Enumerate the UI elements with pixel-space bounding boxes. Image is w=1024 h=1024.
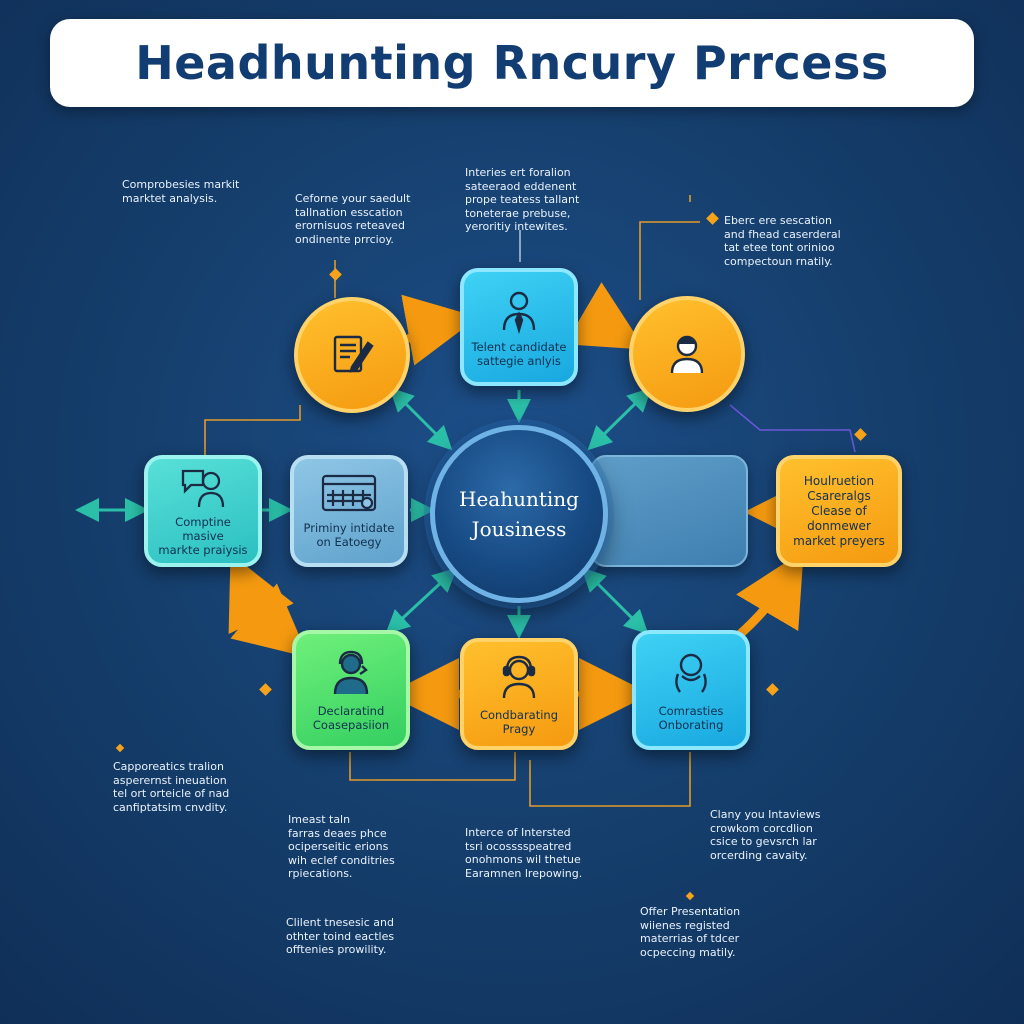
node-mid-center-left[interactable]: Priminy intidate on Eatoegy [290,455,408,567]
flow-arrow [564,282,646,350]
node-top-right[interactable] [629,296,745,412]
teal-arrow [581,567,649,635]
hub-title-line2: Jousiness [471,517,567,541]
annotation-note: Offer Presentation wiienes registed mate… [640,905,741,959]
flow-arrow [401,294,479,366]
title-bar: Headhunting Rncury Prrcess [50,19,974,107]
annotation-note: Eberc ere sescation and fhead caserderal… [724,214,841,268]
node-mid-right[interactable]: Houlruetion Csareralgs Clease of donmewe… [776,455,902,567]
thinking-person-icon [675,653,707,693]
page-title: Headhunting Rncury Prrcess [135,36,889,90]
node-top-center-label: Telent candidate sattegie anlyis [471,340,567,368]
businessman-icon [502,291,536,335]
node-bottom-center[interactable]: Condbarating Pragy [460,638,578,750]
flow-arrow [230,583,309,658]
annotation-note: Interce of Intersted tsri ocosssspeatred… [465,826,583,880]
document-pen-icon [333,335,374,373]
node-top-center[interactable]: Telent candidate sattegie anlyis [460,268,578,386]
leader-line [639,221,700,300]
annotation-note: Clilent tnesesic and othter toind eactle… [286,916,395,956]
annotation-note: Comprobesies markit marktet analysis. [122,178,240,205]
hub-title-line1: Heahunting [459,487,579,511]
annotation-note: Imeast taln farras deaes phce ociperseit… [288,813,395,880]
teal-arrow [587,387,652,451]
candidate-avatar-icon [670,335,704,374]
node-top-left[interactable] [294,297,410,413]
teal-arrow [389,387,453,451]
teal-arrows [75,387,652,639]
node-bottom-left[interactable]: Declaratind Coasepasiion [292,630,410,750]
node-bottom-right-label: Comrasties Onborating [658,704,724,732]
annotation-note: Ceforne your saedult tallnation esscatio… [295,192,411,246]
node-mid-right-label: Houlruetion Csareralgs Clease of donmewe… [793,473,885,548]
node-bottom-left-label: Declaratind Coasepasiion [312,704,390,732]
node-mid-left[interactable]: Comptine masive markte praiysis [144,455,262,567]
teal-arrow [385,567,458,635]
annotation-note: Capporeatics tralion asperernst ineuatio… [113,760,230,814]
headset-person-icon [502,655,536,699]
leader-line [349,752,516,781]
leader-line [204,405,301,458]
annotation-note: Interies ert foralion sateeraod eddenent… [465,166,580,233]
leader-lines [204,195,700,807]
leader-line [729,404,856,453]
hub-node[interactable]: Heahunting Jousiness [430,425,608,603]
annotation-note: Clany you Intaviews crowkom corcdlion cs… [710,808,821,862]
node-mid-center-left-label: Priminy intidate on Eatoegy [303,521,395,549]
node-bottom-center-label: Condbarating Pragy [479,708,559,736]
node-bottom-right[interactable]: Comrasties Onborating [632,630,750,750]
flow-arrow [733,550,804,641]
flow-arrows [228,282,804,730]
leader-line [529,752,691,807]
calendar-grid-icon [321,474,377,512]
hub-side-panel [590,455,748,567]
node-mid-left-label: Comptine masive markte praiysis [158,515,248,557]
chat-people-icon [181,469,225,508]
headset-person-icon [333,650,369,695]
